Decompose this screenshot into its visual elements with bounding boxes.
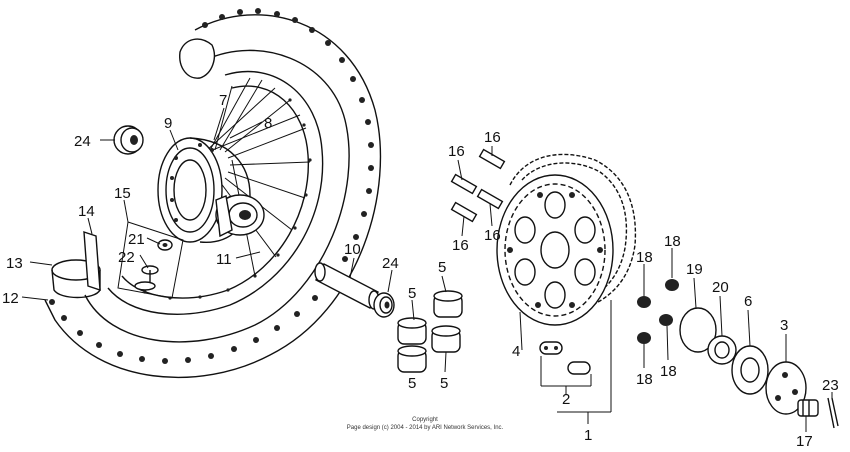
callout-24-lower[interactable]: 24: [382, 255, 399, 272]
tube-cutaway: [179, 38, 216, 79]
drive-chain[interactable]: [509, 153, 637, 311]
callout-16-c[interactable]: 16: [484, 227, 501, 244]
callout-10[interactable]: 10: [344, 241, 361, 258]
callout-9[interactable]: 9: [164, 115, 172, 132]
sprocket-studs[interactable]: [450, 148, 506, 223]
snap-ring[interactable]: [679, 307, 717, 353]
callout-numbers: 24 9 7 8 15 14 21 22 13 12 11 10 24 5 5 …: [2, 92, 839, 450]
callout-6[interactable]: 6: [744, 293, 752, 310]
callout-5-b[interactable]: 5: [408, 285, 416, 302]
wheel-bearing-upper[interactable]: [113, 125, 144, 155]
callout-18-a[interactable]: 18: [636, 249, 653, 266]
rear-hub[interactable]: [157, 137, 251, 243]
callout-11[interactable]: 11: [216, 251, 232, 268]
callout-7[interactable]: 7: [219, 92, 227, 109]
distance-collar[interactable]: [314, 262, 380, 310]
callout-1[interactable]: 1: [584, 427, 592, 444]
callout-15[interactable]: 15: [114, 185, 131, 202]
leader-lines: [21, 107, 833, 432]
oil-seal[interactable]: [707, 335, 737, 365]
callout-19[interactable]: 19: [686, 261, 703, 278]
tire-tread: [49, 8, 374, 364]
copyright-notice: Copyright Page design (c) 2004 - 2014 by…: [347, 417, 504, 431]
callout-5-c[interactable]: 5: [440, 375, 448, 392]
callout-24-upper[interactable]: 24: [74, 133, 91, 150]
copyright-line-2: Page design (c) 2004 - 2014 by ARI Netwo…: [347, 425, 504, 431]
callout-16-b[interactable]: 16: [448, 143, 465, 160]
chain-master-link[interactable]: [539, 341, 591, 375]
axle-nut[interactable]: [797, 399, 819, 417]
callout-18-c[interactable]: 18: [636, 371, 653, 388]
callout-20[interactable]: 20: [712, 279, 729, 296]
tire[interactable]: [44, 14, 382, 379]
callout-13[interactable]: 13: [6, 255, 23, 272]
callout-8[interactable]: 8: [264, 115, 272, 132]
callout-2[interactable]: 2: [562, 391, 570, 408]
wheel-bearing-lower[interactable]: [373, 292, 395, 318]
callout-21[interactable]: 21: [128, 231, 145, 248]
callout-18-d[interactable]: 18: [660, 363, 677, 380]
callout-3[interactable]: 3: [780, 317, 788, 334]
callout-5-a[interactable]: 5: [438, 259, 446, 276]
rim-lock-bolt[interactable]: [134, 239, 173, 291]
callout-5-d[interactable]: 5: [408, 375, 416, 392]
callout-16-d[interactable]: 16: [452, 237, 469, 254]
callout-14[interactable]: 14: [78, 203, 95, 220]
callout-17[interactable]: 17: [796, 433, 813, 450]
wheel-dampers[interactable]: [397, 290, 463, 373]
callout-16-a[interactable]: 16: [484, 129, 501, 146]
rim-lock-bracket-outline: [117, 221, 184, 299]
callout-22[interactable]: 22: [118, 249, 135, 266]
rim-band[interactable]: [51, 231, 101, 299]
cotter-pin[interactable]: [827, 397, 839, 429]
rear-wheel-assembly: [44, 8, 382, 379]
callout-23[interactable]: 23: [822, 377, 839, 394]
final-driven-sprocket[interactable]: [496, 174, 614, 326]
hub-axle-boss[interactable]: [215, 194, 265, 238]
callout-4[interactable]: 4: [512, 343, 520, 360]
callout-18-b[interactable]: 18: [664, 233, 681, 250]
copyright-line-1: Copyright: [412, 417, 438, 423]
callout-12[interactable]: 12: [2, 290, 19, 307]
sprocket-nuts[interactable]: [637, 279, 679, 344]
sprocket-flange[interactable]: [731, 345, 769, 395]
